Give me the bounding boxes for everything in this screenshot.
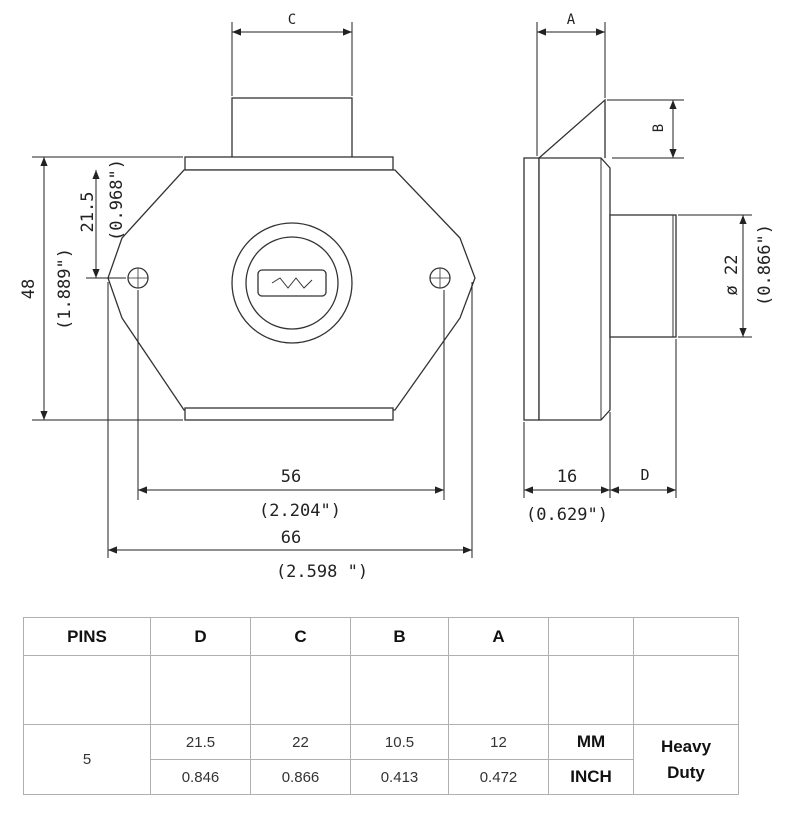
technical-drawing: C A B 48 (1.889") 21.5 (0.968") ø 22 (0.… <box>19 12 775 582</box>
type-line-1: Heavy <box>660 736 712 756</box>
label-height2-mm: 21.5 <box>78 192 98 233</box>
cell-mm-b: 10.5 <box>350 724 449 760</box>
header-d: D <box>150 617 251 656</box>
cylinder-body <box>609 214 677 338</box>
cell-inch-d: 0.846 <box>150 759 251 795</box>
table-row-mm: 5 21.5 22 10.5 12 MM Heavy Duty <box>23 724 739 795</box>
header-type <box>633 617 739 656</box>
type-line-2: Duty <box>667 762 705 782</box>
cell-unit-inch: INCH <box>548 759 634 795</box>
label-depth-in: (0.629") <box>526 505 608 525</box>
label-width-mm: 56 <box>281 467 301 487</box>
label-width-in: (2.204") <box>259 501 341 521</box>
cell-pins: 5 <box>23 724 151 795</box>
table-header-row: PINS D C B A <box>23 617 739 656</box>
label-width2-in: (2.598 ") <box>276 562 368 582</box>
label-depth-mm: 16 <box>557 467 577 487</box>
front-view <box>107 97 476 421</box>
label-width2-mm: 66 <box>281 528 301 548</box>
side-view <box>523 98 677 421</box>
cylinder-inner-ring <box>245 236 339 330</box>
key-slot <box>257 269 327 297</box>
table-row-inch: 0.846 0.866 0.413 0.472 INCH <box>24 759 739 795</box>
header-unit <box>548 617 634 656</box>
cell-unit-mm: MM <box>548 724 634 760</box>
side-plate <box>523 157 540 421</box>
cell-mm-c: 22 <box>250 724 351 760</box>
cell-inch-a: 0.472 <box>448 759 549 795</box>
label-diameter-mm: ø 22 <box>722 255 742 296</box>
header-c: C <box>250 617 351 656</box>
latch-bolt <box>538 98 606 159</box>
table-spacer-row <box>23 655 739 725</box>
label-a: A <box>567 12 576 28</box>
cylinder-outer-ring <box>231 222 353 344</box>
bottom-flange <box>184 407 394 421</box>
dimension-labels: C A B 48 (1.889") 21.5 (0.968") ø 22 (0.… <box>19 12 775 582</box>
spec-table: PINS D C B A 5 21.5 22 10.5 12 MM Heavy … <box>23 617 739 795</box>
cell-type: Heavy Duty <box>633 724 739 795</box>
side-body <box>538 157 611 421</box>
lock-body <box>107 169 476 411</box>
label-height-in: (1.889") <box>55 248 75 330</box>
label-d: D <box>640 466 649 484</box>
cell-inch-c: 0.866 <box>250 759 351 795</box>
top-flange <box>184 156 394 171</box>
label-b: B <box>651 124 667 132</box>
label-height-mm: 48 <box>19 279 39 299</box>
label-height2-in: (0.968") <box>107 159 127 241</box>
cell-mm-a: 12 <box>448 724 549 760</box>
cell-inch-b: 0.413 <box>350 759 449 795</box>
label-diameter-in: (0.866") <box>755 224 775 306</box>
dimension-lines <box>32 22 752 558</box>
header-pins: PINS <box>23 617 151 656</box>
cell-mm-d: 21.5 <box>150 724 251 760</box>
header-a: A <box>448 617 549 656</box>
header-b: B <box>350 617 449 656</box>
label-c: C <box>288 12 296 28</box>
